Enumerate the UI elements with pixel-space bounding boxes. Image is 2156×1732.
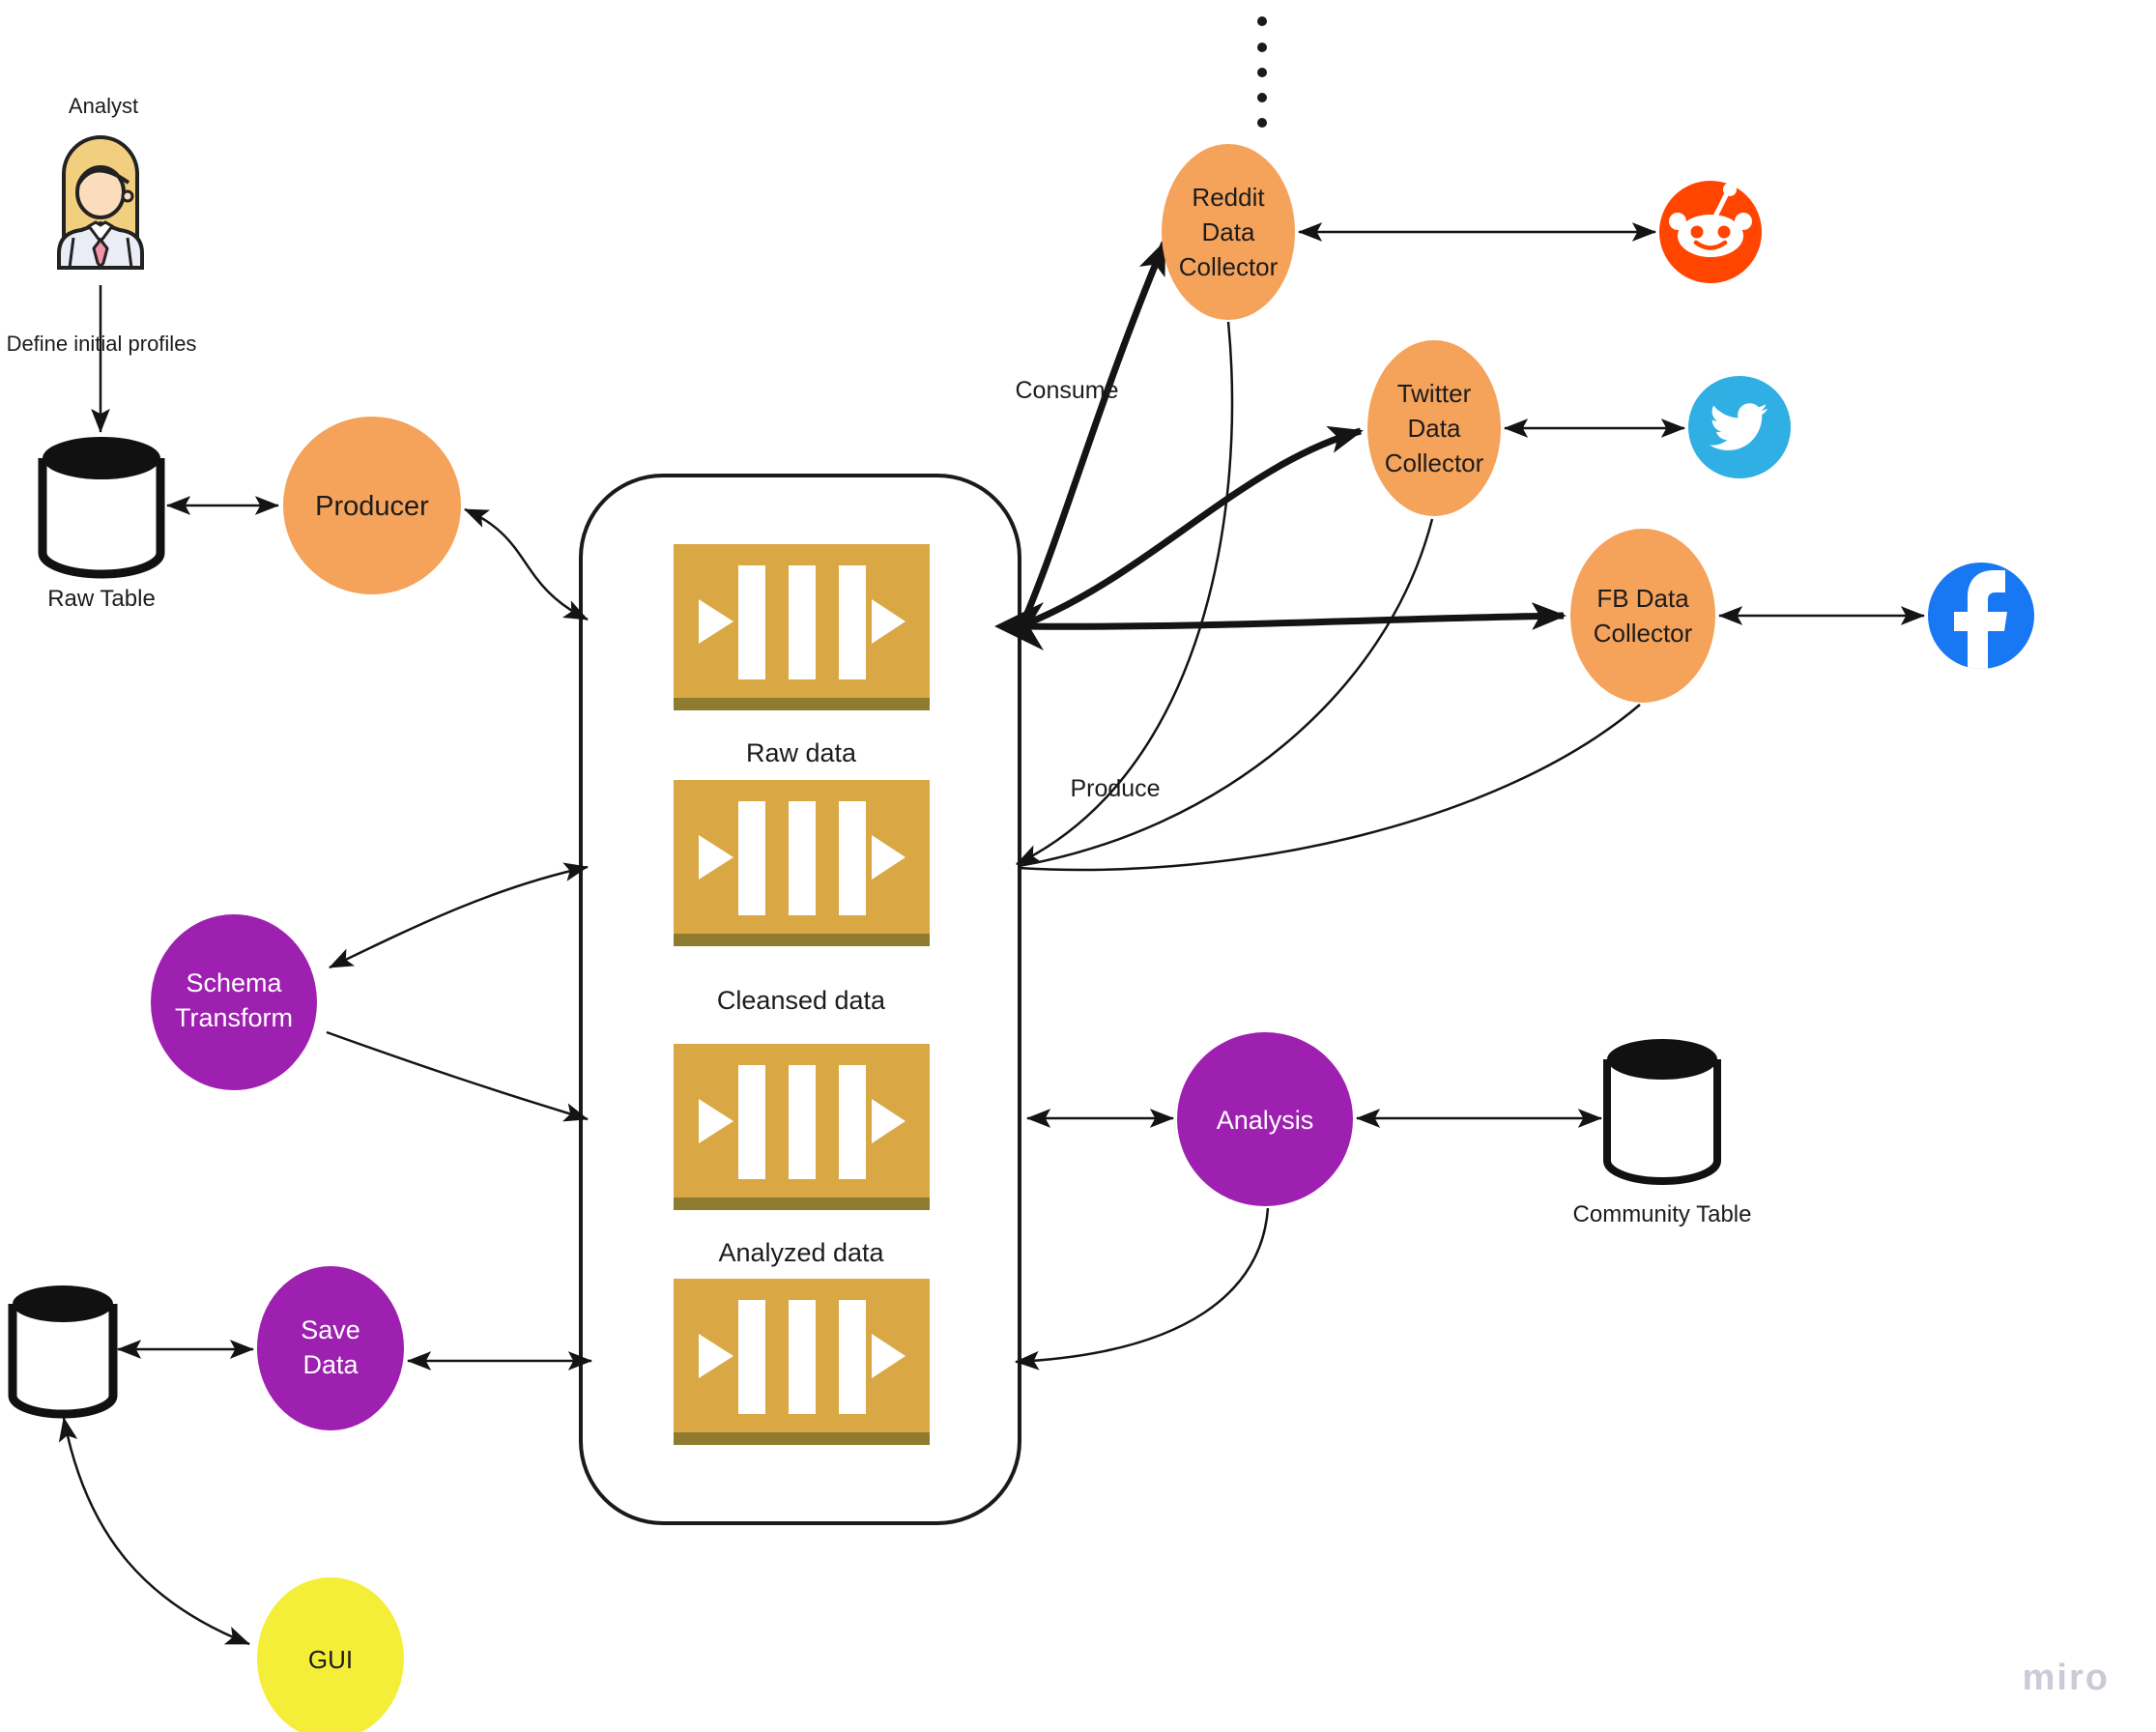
edge-produce-facebook[interactable] <box>1018 704 1641 872</box>
edge-analysis-save-queue[interactable] <box>1014 1207 1270 1371</box>
database-icon[interactable] <box>38 437 165 579</box>
svg-text:Collector: Collector <box>1594 619 1693 648</box>
analyst-label: Analyst <box>69 94 138 118</box>
raw-table-label: Raw Table <box>47 586 156 612</box>
save-data-node[interactable]: Save Data <box>257 1266 404 1430</box>
produce-label: Produce <box>1070 775 1160 802</box>
queue-label-cleansed: Cleansed data <box>717 986 886 1015</box>
queue-label-analyzed: Analyzed data <box>718 1238 884 1267</box>
schema-transform-node[interactable]: Schema Transform <box>151 914 317 1090</box>
edge-cleansed-queue-schema[interactable] <box>329 862 589 969</box>
queue-icon[interactable] <box>674 780 930 946</box>
facebook-logo-icon[interactable] <box>1928 563 2034 690</box>
svg-text:Reddit: Reddit <box>1192 183 1265 212</box>
edge-producer-raw-queue[interactable] <box>464 507 589 621</box>
database-icon[interactable] <box>8 1285 118 1419</box>
miro-watermark: miro <box>2023 1658 2110 1698</box>
producer-node[interactable]: Producer <box>283 417 461 594</box>
edge-consume-facebook[interactable] <box>1021 602 1567 630</box>
consume-label: Consume <box>1016 377 1119 404</box>
define-profiles-label: Define initial profiles <box>7 332 197 356</box>
consume-arrowhead <box>994 602 1044 650</box>
gui-node[interactable]: GUI <box>257 1577 404 1732</box>
reddit-logo-icon[interactable] <box>1659 181 1762 283</box>
svg-text:Save: Save <box>301 1315 360 1344</box>
edge-produce-twitter[interactable] <box>1018 518 1434 868</box>
twitter-logo-icon[interactable] <box>1688 376 1791 478</box>
svg-text:GUI: GUI <box>308 1645 353 1674</box>
svg-text:Data: Data <box>1202 217 1255 246</box>
analyst-avatar-icon[interactable] <box>57 135 144 270</box>
queue-label-raw: Raw data <box>746 738 857 767</box>
edge-schema-analyzed-queue[interactable] <box>326 1030 589 1122</box>
facebook-collector-node[interactable]: FB Data Collector <box>1570 529 1715 703</box>
queue-icon[interactable] <box>674 1279 930 1445</box>
analysis-node[interactable]: Analysis <box>1177 1032 1353 1206</box>
svg-text:Schema: Schema <box>186 968 282 997</box>
kafka-topics-container[interactable] <box>579 474 1021 1525</box>
edge-db-gui[interactable] <box>58 1416 250 1646</box>
edge-produce-reddit[interactable] <box>1016 321 1234 866</box>
queue-icon[interactable] <box>674 544 930 710</box>
svg-text:Collector: Collector <box>1179 252 1279 281</box>
queue-icon[interactable] <box>674 1044 930 1210</box>
reddit-collector-node[interactable]: Reddit Data Collector <box>1162 144 1295 320</box>
edge-consume-reddit[interactable] <box>1019 240 1168 626</box>
svg-text:FB Data: FB Data <box>1596 584 1689 613</box>
svg-text:Analysis: Analysis <box>1217 1106 1314 1135</box>
svg-text:Data: Data <box>302 1350 359 1379</box>
twitter-collector-node[interactable]: Twitter Data Collector <box>1367 340 1501 516</box>
svg-text:Collector: Collector <box>1385 448 1484 477</box>
community-table-label: Community Table <box>1573 1201 1752 1227</box>
svg-text:Transform: Transform <box>175 1003 293 1032</box>
ellipsis-dots-icon[interactable] <box>1257 16 1267 128</box>
edge-consume-twitter[interactable] <box>1021 425 1364 629</box>
svg-text:Twitter: Twitter <box>1397 379 1472 408</box>
producer-label: Producer <box>315 491 429 522</box>
database-icon[interactable] <box>1603 1039 1721 1185</box>
svg-text:Data: Data <box>1408 414 1461 443</box>
